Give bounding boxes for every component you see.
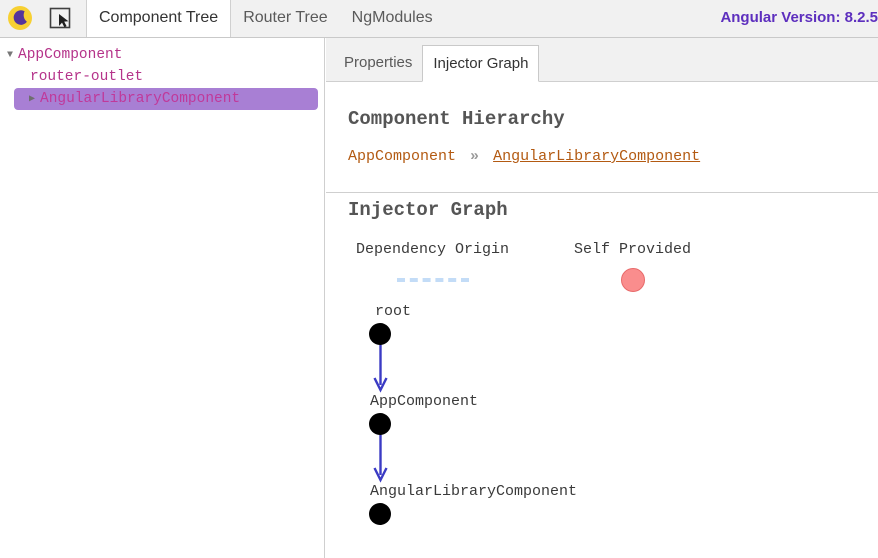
dashed-line-icon [396,278,469,282]
breadcrumb: AppComponent » AngularLibraryComponent [348,148,856,165]
component-hierarchy-title: Component Hierarchy [348,108,565,130]
element-inspector-button[interactable] [46,4,74,32]
graph-node-label-angularlibrarycomponent: AngularLibraryComponent [370,483,578,500]
tab-router-tree[interactable]: Router Tree [231,0,339,37]
graph-edge-root-to-appcomponent [373,345,388,393]
breadcrumb-item-appcomponent[interactable]: AppComponent [348,148,457,165]
detail-panel: Properties Injector Graph Component Hier… [326,38,878,558]
dark-mode-toggle-button[interactable] [6,4,34,32]
top-header-bar: Component Tree Router Tree NgModules Ang… [0,0,878,38]
graph-edge-appcomponent-to-angularlibrarycomponent [373,435,388,483]
tab-ngmodules[interactable]: NgModules [340,0,445,37]
legend-swatch [356,269,509,291]
legend-swatch [574,268,691,292]
graph-node-root[interactable] [369,323,391,345]
tree-item-label: AngularLibraryComponent [40,91,241,107]
breadcrumb-separator-icon: » [470,148,480,165]
detail-tab-bar: Properties Injector Graph [326,38,878,82]
tree-item-router-outlet[interactable]: router-outlet [0,66,324,88]
tree-item-appcomponent[interactable]: ▼ AppComponent [0,44,324,66]
tab-properties[interactable]: Properties [334,45,422,81]
breadcrumb-item-angularlibrarycomponent[interactable]: AngularLibraryComponent [493,148,701,165]
injector-graph-title: Injector Graph [348,199,508,221]
legend-label: Dependency Origin [356,241,510,258]
tab-injector-graph[interactable]: Injector Graph [422,45,540,82]
tree-item-angularlibrarycomponent[interactable]: ▶ AngularLibraryComponent [14,88,318,110]
tab-component-tree[interactable]: Component Tree [86,0,232,37]
main-tab-bar: Component Tree Router Tree NgModules [86,0,445,37]
self-provided-circle-icon [620,268,645,292]
graph-node-label-appcomponent: AppComponent [370,393,479,410]
injector-graph-canvas: root AppComponent AngularLibraryComponen… [348,303,856,558]
angular-version-label: Angular Version: 8.2.5 [720,9,878,26]
legend-item-self-provided: Self Provided [574,241,692,292]
header-icon-group [0,0,74,37]
component-tree-panel: ▼ AppComponent router-outlet ▶ AngularLi… [0,38,325,558]
graph-node-appcomponent[interactable] [369,413,391,435]
tree-item-label: router-outlet [30,69,144,85]
injector-graph-section: Injector Graph Dependency Origin Self Pr… [326,199,878,558]
section-divider [326,192,878,193]
tree-item-label: AppComponent [18,47,123,63]
injector-graph-legend: Dependency Origin Self Provided [348,241,856,299]
graph-node-angularlibrarycomponent[interactable] [369,503,391,525]
component-hierarchy-section: Component Hierarchy AppComponent » Angul… [326,108,878,165]
chevron-right-icon[interactable]: ▶ [28,94,36,105]
chevron-down-icon[interactable]: ▼ [6,49,13,61]
cursor-select-icon [49,7,71,29]
legend-item-dependency-origin: Dependency Origin [356,241,509,291]
graph-node-label-root: root [375,303,412,320]
moon-icon [8,6,32,30]
legend-label: Self Provided [574,241,692,258]
